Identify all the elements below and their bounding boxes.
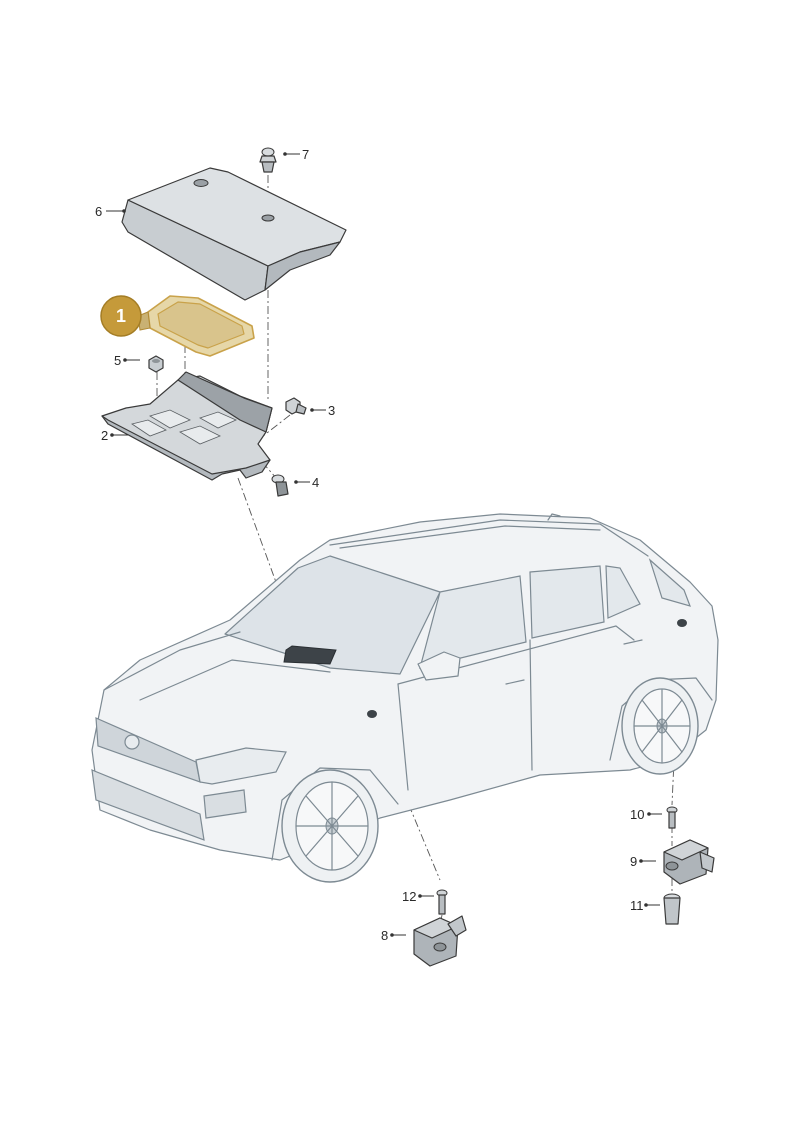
callout-12: 12	[402, 889, 416, 904]
badge-label: 1	[116, 306, 126, 326]
callout-4: 4	[312, 475, 319, 490]
sleeve-part-4[interactable]	[271, 474, 289, 497]
front-wheel	[281, 769, 379, 883]
callout-9: 9	[630, 854, 637, 869]
vehicle-illustration	[91, 513, 719, 883]
callout-labels: 6 7 5 3 2 4 10 9 11 12 8	[95, 147, 644, 943]
callout-6: 6	[95, 204, 102, 219]
bolt-part-3[interactable]	[285, 397, 307, 415]
sensor-part-8[interactable]	[413, 915, 467, 967]
callout-5: 5	[114, 353, 121, 368]
callout-10: 10	[630, 807, 644, 822]
callout-3: 3	[328, 403, 335, 418]
nut-part-5[interactable]	[148, 355, 164, 373]
screw-part-12[interactable]	[436, 889, 448, 915]
callout-2: 2	[101, 428, 108, 443]
callout-7: 7	[302, 147, 309, 162]
control-unit-part-1[interactable]	[137, 295, 255, 357]
callout-11: 11	[630, 898, 644, 913]
callout-leaders	[106, 152, 662, 937]
highlighted-part-badge[interactable]: 1	[100, 295, 142, 337]
cover-part-6[interactable]	[121, 167, 347, 301]
sleeve-part-11[interactable]	[663, 893, 681, 925]
bracket-part-2[interactable]	[101, 371, 273, 481]
push-clip-part-7[interactable]	[259, 147, 277, 173]
callout-8: 8	[381, 928, 388, 943]
rear-wheel	[621, 677, 699, 775]
screw-part-10[interactable]	[666, 806, 678, 829]
sensor-part-9[interactable]	[663, 839, 715, 885]
